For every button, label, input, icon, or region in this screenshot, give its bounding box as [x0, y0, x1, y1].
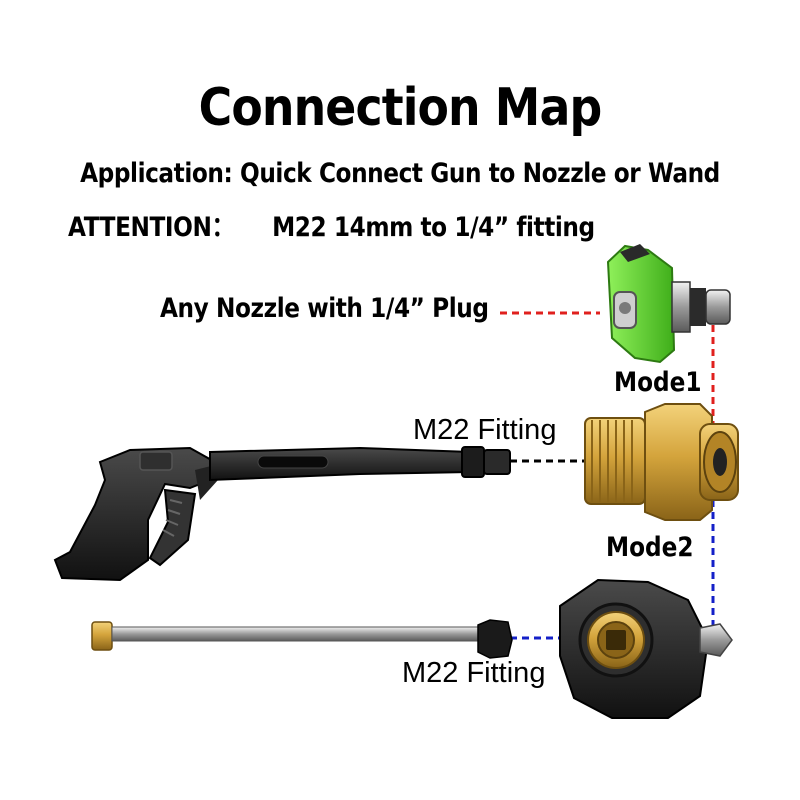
application-line: Application: Quick Connect Gun to Nozzle…	[80, 158, 720, 189]
brass-coupler-image	[584, 403, 739, 521]
attention-note: M22 14mm to 1/4” fitting	[272, 212, 595, 243]
wand-fitting-label: M22 Fitting	[402, 657, 546, 689]
spray-gun-image	[53, 446, 511, 582]
attention-line: ATTENTION： M22 14mm to 1/4” fitting	[68, 205, 595, 244]
mode1-connector-line	[500, 311, 715, 430]
green-nozzle-image	[606, 244, 731, 364]
attention-label: ATTENTION：	[68, 212, 235, 243]
page-title: Connection Map	[198, 78, 603, 138]
wand-image	[91, 619, 513, 659]
mode2-label: Mode2	[606, 532, 694, 563]
mode1-label: Mode1	[614, 367, 702, 398]
nozzle-label: Any Nozzle with 1/4” Plug	[160, 293, 489, 324]
gun-fitting-label: M22 Fitting	[413, 414, 557, 446]
black-m22-coupler-image	[559, 578, 733, 719]
